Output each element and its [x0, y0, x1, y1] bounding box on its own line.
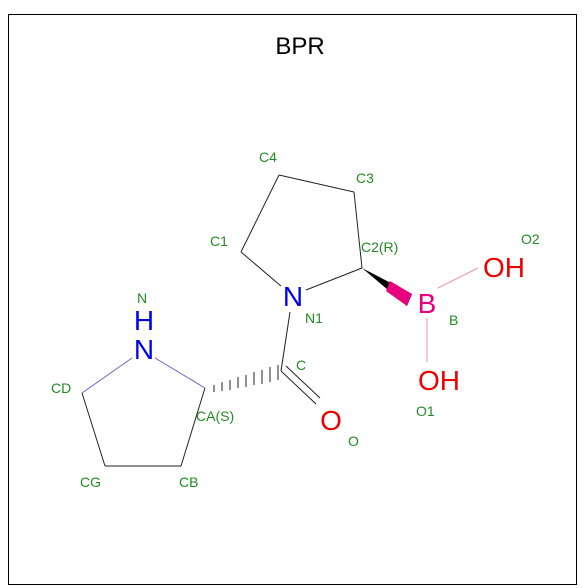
bond-c-o-2 [285, 365, 321, 399]
molecule-title: BPR [275, 33, 324, 60]
bond-c-o-1 [280, 370, 317, 405]
label-c2: C2(R) [361, 239, 398, 255]
atom-b-symbol: B [418, 288, 437, 319]
bond-b-o2 [437, 267, 479, 289]
label-b: B [449, 312, 458, 328]
atom-labels: C4 C3 C1 C2(R) O2 N N1 B C CD CA(S) O1 O… [51, 149, 540, 490]
bond-c4-c3 [278, 174, 355, 193]
label-n1: N1 [305, 310, 323, 326]
bond-n-ca [154, 357, 206, 389]
bond-c1-n1 [240, 251, 282, 287]
label-cd: CD [51, 380, 71, 396]
label-n: N [137, 290, 147, 306]
atom-oh-upper-symbol: OH [483, 252, 525, 283]
label-o: O [348, 433, 359, 449]
label-c1: C1 [210, 233, 228, 249]
atom-nh-h-symbol: H [134, 305, 154, 336]
bond-n-cd [81, 357, 133, 394]
bond-c3-c2 [353, 191, 363, 269]
wedge-c2-b-pink [386, 281, 412, 306]
label-o2: O2 [521, 231, 540, 247]
atom-oh-lower-symbol: OH [418, 365, 460, 396]
diagram-frame [8, 14, 577, 585]
label-c3: C3 [356, 170, 374, 186]
atom-nh-n-symbol: N [134, 334, 154, 365]
label-cb: CB [179, 474, 198, 490]
label-ca: CA(S) [196, 408, 234, 424]
bond-c4-c1 [240, 174, 280, 253]
bond-n1-c [280, 311, 291, 372]
bond-n1-c2 [305, 267, 363, 291]
label-c4: C4 [259, 149, 277, 165]
hashed-wedge-ca-c [213, 365, 279, 392]
label-cg: CG [80, 474, 101, 490]
label-c: C [296, 357, 306, 373]
bond-cd-cg [81, 392, 106, 467]
label-o1: O1 [416, 403, 435, 419]
atom-n1-symbol: N [283, 281, 303, 312]
bond-cb-ca [180, 387, 206, 467]
atom-o-symbol: O [320, 405, 342, 436]
